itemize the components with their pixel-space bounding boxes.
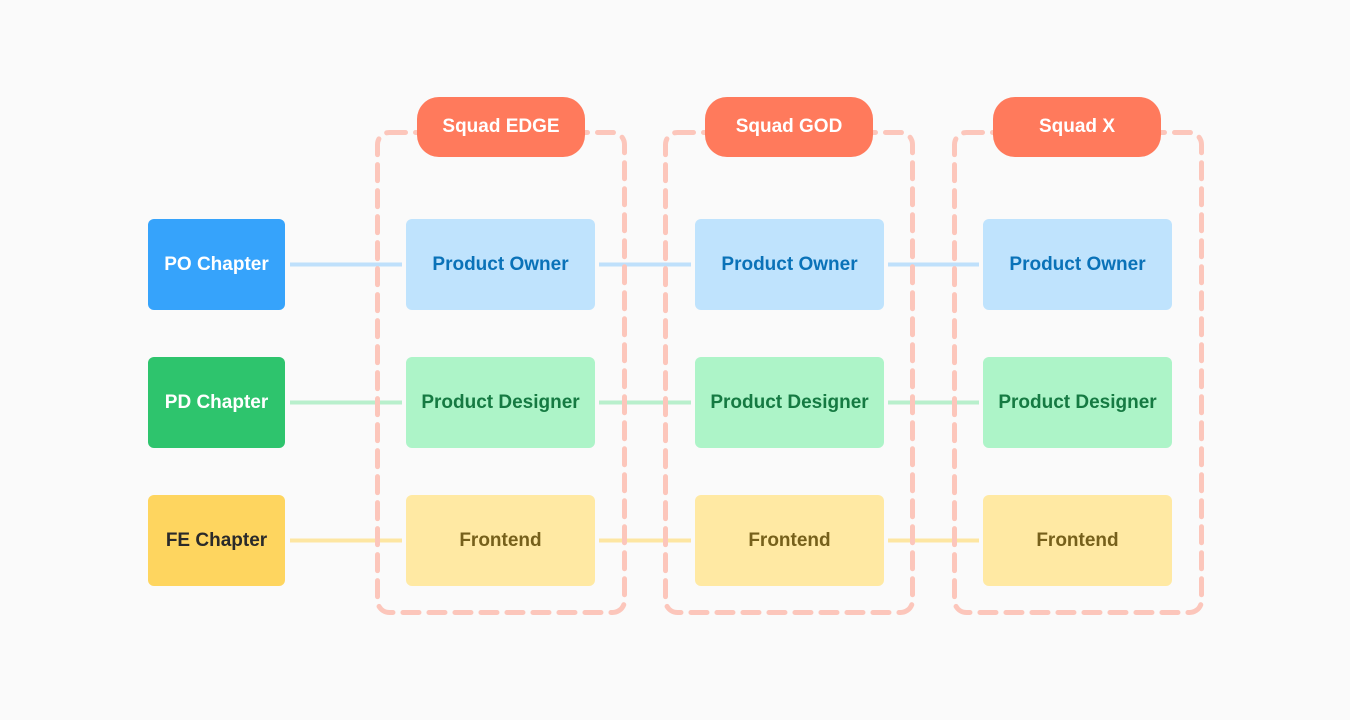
- squad-header[interactable]: Squad X: [993, 97, 1161, 157]
- chapter-po[interactable]: PO Chapter: [148, 219, 285, 310]
- role-card-po[interactable]: Product Owner: [406, 219, 595, 310]
- role-card-pd[interactable]: Product Designer: [983, 357, 1172, 448]
- role-card-po[interactable]: Product Owner: [983, 219, 1172, 310]
- role-card-pd[interactable]: Product Designer: [695, 357, 884, 448]
- role-card-po[interactable]: Product Owner: [695, 219, 884, 310]
- role-card-fe[interactable]: Frontend: [983, 495, 1172, 586]
- chapter-fe[interactable]: FE Chapter: [148, 495, 285, 586]
- chapter-pd[interactable]: PD Chapter: [148, 357, 285, 448]
- role-card-fe[interactable]: Frontend: [695, 495, 884, 586]
- squad-header[interactable]: Squad GOD: [705, 97, 873, 157]
- role-card-pd[interactable]: Product Designer: [406, 357, 595, 448]
- role-card-fe[interactable]: Frontend: [406, 495, 595, 586]
- squad-header[interactable]: Squad EDGE: [417, 97, 585, 157]
